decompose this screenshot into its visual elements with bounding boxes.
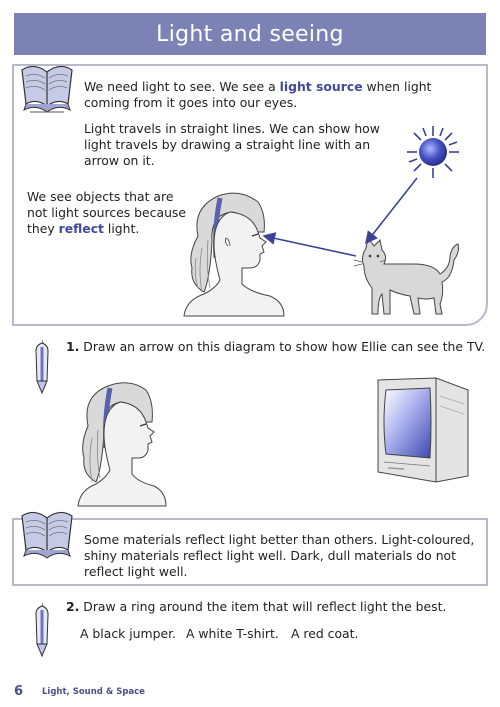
info-para-text: We see objects that are not light source… bbox=[27, 189, 186, 236]
ellie-illustration bbox=[77, 382, 167, 507]
key-term-reflect: reflect bbox=[58, 221, 104, 236]
question-text: Draw a ring around the item that will re… bbox=[79, 599, 447, 614]
pencil-icon bbox=[35, 339, 49, 395]
info-para-text: when light coming from it goes into our … bbox=[84, 79, 432, 110]
open-book-icon bbox=[21, 65, 73, 113]
key-term-light-source: light source bbox=[279, 79, 363, 94]
page-title: Light and seeing bbox=[156, 21, 344, 47]
ray-cat-to-eye bbox=[262, 232, 357, 257]
page-title-bar: Light and seeing bbox=[14, 13, 486, 55]
ray-sun-to-cat bbox=[365, 177, 418, 245]
info-para-text: We need light to see. We see a bbox=[84, 79, 280, 94]
pencil-icon bbox=[35, 602, 49, 658]
cat-illustration bbox=[353, 236, 459, 315]
question-text: Draw an arrow on this diagram to show ho… bbox=[79, 339, 486, 354]
question-number: 2. bbox=[66, 599, 80, 614]
page-number: 6 bbox=[14, 684, 24, 699]
info-para-materials: Some materials reflect light better than… bbox=[84, 532, 475, 579]
info-para-reflect: We see objects that are not light source… bbox=[27, 189, 187, 237]
info-para-straight-lines: Light travels in straight lines. We can … bbox=[84, 121, 380, 168]
question-number: 1. bbox=[66, 339, 80, 354]
footer-title: Light, Sound & Space bbox=[42, 687, 145, 697]
info-box-reflection bbox=[12, 518, 488, 586]
answer-option-white-tshirt[interactable]: A white T-shirt. bbox=[186, 626, 279, 641]
answer-option-red-coat[interactable]: A red coat. bbox=[291, 626, 359, 641]
info-para-text: light. bbox=[103, 221, 140, 236]
question-2: 2. Draw a ring around the item that will… bbox=[66, 599, 486, 615]
answer-option-black-jumper[interactable]: A black jumper. bbox=[80, 626, 176, 641]
info-para-light-source: We need light to see. We see a light sou… bbox=[84, 79, 470, 111]
girl-illustration bbox=[183, 192, 285, 317]
sun-icon bbox=[407, 126, 459, 178]
open-book-icon bbox=[21, 511, 73, 559]
tv-illustration bbox=[377, 377, 469, 483]
question-1: 1. Draw an arrow on this diagram to show… bbox=[66, 339, 486, 355]
